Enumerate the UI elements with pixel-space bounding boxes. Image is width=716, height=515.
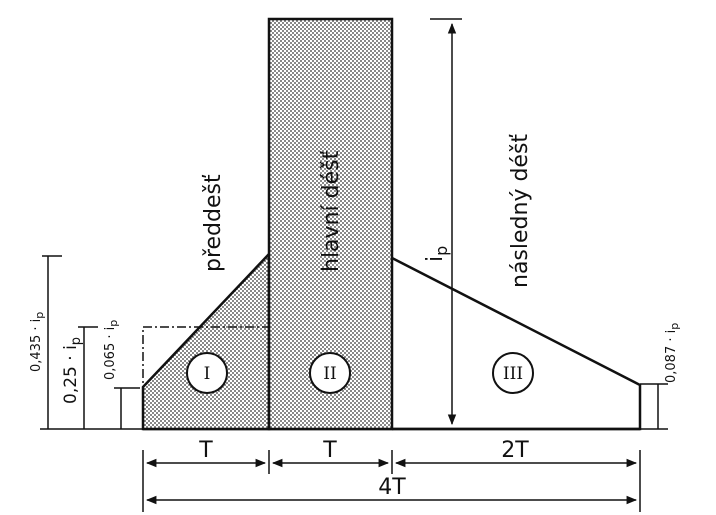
- label-0087-sub: p: [668, 323, 681, 330]
- label-025-sub: p: [69, 337, 84, 345]
- ip-label-sub: p: [432, 246, 451, 256]
- label-025-ip: 0,25 · ip: [61, 337, 84, 404]
- equivalent-pre-rain-box: [142, 326, 269, 429]
- label-0065-main: 0,065 · i: [103, 327, 118, 380]
- duration-label-t3: 2T: [501, 438, 529, 463]
- segment-label-2: II: [323, 364, 336, 384]
- label-0435-main: 0,435 · i: [29, 319, 44, 372]
- region-post-rain: [391, 256, 642, 431]
- ip-label: ip: [423, 246, 451, 262]
- segment-label-3: III: [503, 364, 523, 384]
- label-025-main: 0,25 · i: [61, 345, 81, 404]
- label-0435-ip: 0,435 · ip: [29, 312, 46, 372]
- region-label-post-rain: následný déšť: [508, 134, 533, 288]
- duration-label-t1: T: [198, 438, 213, 463]
- segment-circle-1: [186, 352, 228, 394]
- label-0087-main: 0,087 · i: [664, 330, 679, 383]
- duration-label-t2: T: [322, 438, 337, 463]
- label-0065-ip: 0,065 · ip: [103, 320, 120, 380]
- region-label-main-rain: hlavní déšť: [319, 150, 344, 272]
- label-0087-ip: 0,087 · ip: [664, 323, 681, 383]
- region-pre-rain: [141, 250, 271, 431]
- duration-label-total: 4T: [378, 475, 406, 500]
- label-0435-sub: p: [33, 312, 46, 319]
- ip-label-main: i: [423, 256, 448, 262]
- segment-circle-3: [492, 352, 534, 394]
- label-0065-sub: p: [107, 320, 120, 327]
- segment-circle-2: [309, 352, 351, 394]
- segment-label-1: I: [204, 364, 211, 384]
- region-label-pre-rain: předdešť: [201, 174, 226, 272]
